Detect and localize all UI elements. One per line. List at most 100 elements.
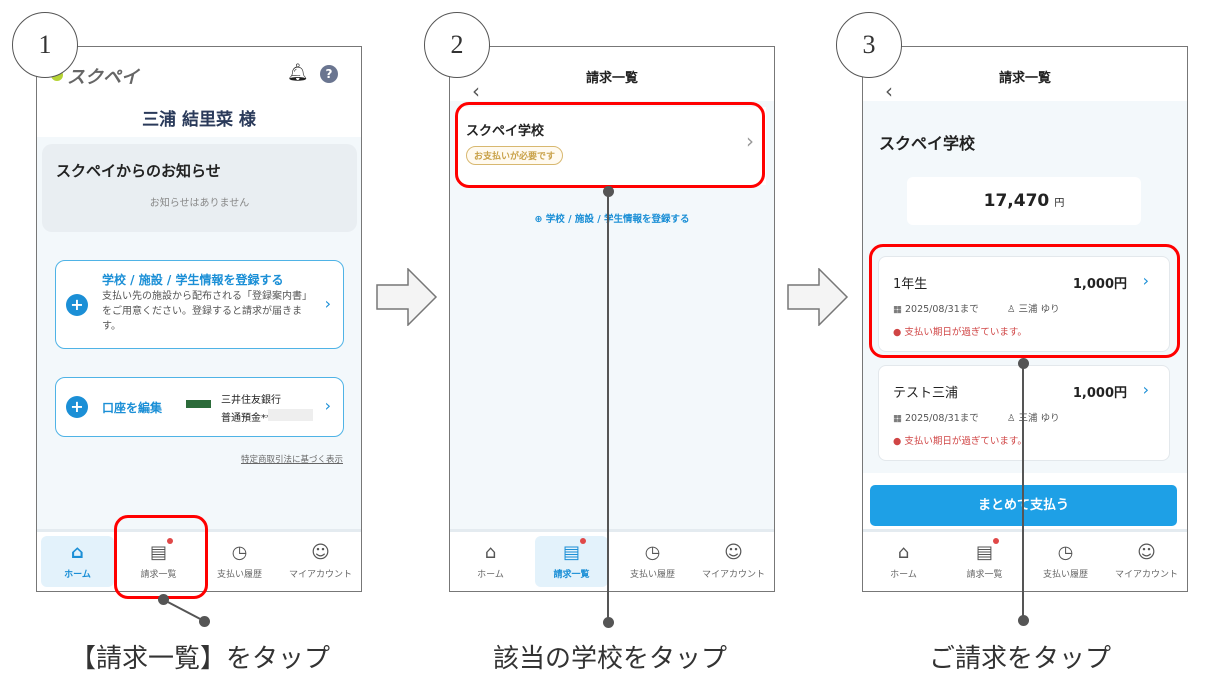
next-arrow-icon: [376, 268, 438, 326]
nav-history[interactable]: ◷ 支払い履歴: [1029, 536, 1102, 587]
nav-home[interactable]: ⌂ ホーム: [41, 536, 114, 587]
app-logo: スクペイ: [67, 67, 139, 88]
register-link-label: 学校 / 施設 / 学生情報を登録する: [545, 214, 690, 225]
step-number-1: 1: [12, 12, 78, 78]
nav-label: 請求一覧: [140, 570, 177, 580]
invoice-student: ♙ 三浦 ゆり: [1007, 410, 1060, 424]
app-header: ‹ 請求一覧: [863, 47, 1187, 101]
document-icon: ▤: [975, 542, 993, 563]
chevron-right-icon: ›: [324, 294, 331, 313]
page-title: 請求一覧: [998, 71, 1051, 86]
bottom-nav: ⌂ ホーム ▤ 請求一覧 ◷支払い履歴 ☺ マイアカウント: [450, 529, 774, 591]
back-icon[interactable]: ‹: [885, 79, 893, 103]
help-icon[interactable]: ?: [320, 65, 338, 83]
back-icon[interactable]: ‹: [472, 79, 480, 103]
currency: 円: [1054, 198, 1065, 209]
warning-text: 支払い期日が過ぎています。: [904, 327, 1027, 338]
nav-invoices[interactable]: ▤請求一覧: [122, 536, 195, 587]
chevron-right-icon: ›: [1142, 271, 1149, 290]
calendar-icon: ▦: [893, 413, 905, 424]
step-caption-3: ご請求をタップ: [928, 644, 1111, 674]
invoice-due: ▦ 2025/08/31まで: [893, 410, 979, 424]
clock-icon: ◷: [644, 542, 661, 563]
step-caption-2: 該当の学校をタップ: [492, 644, 727, 674]
account-label: 口座を編集: [102, 401, 163, 415]
pay-bar: まとめて支払う: [863, 473, 1187, 533]
clock-icon: ◷: [1057, 542, 1074, 563]
nav-label: 請求一覧: [553, 570, 590, 580]
nav-label: マイアカウント: [1114, 570, 1178, 580]
nav-history[interactable]: ◷支払い履歴: [616, 536, 689, 587]
invoice-name: テスト三浦: [893, 386, 959, 401]
nav-account[interactable]: ☺ マイアカウント: [284, 536, 357, 587]
app-header: ‹ 請求一覧: [450, 47, 774, 101]
notification-dot: [993, 538, 999, 544]
phone-screen-invoices: ‹ 請求一覧 スクペイ学校 お支払いが必要です › ⊕ 学校 / 施設 / 学生…: [449, 46, 775, 592]
invoice-student: ♙ 三浦 ゆり: [1007, 301, 1060, 315]
bottom-nav: ⌂ ホーム ▤ 請求一覧 ◷ 支払い履歴 ☺ マイアカウント: [863, 529, 1187, 591]
callout-line: [607, 190, 609, 622]
home-icon: ⌂: [71, 542, 84, 563]
home-icon: ⌂: [897, 542, 910, 563]
chevron-right-icon: ›: [746, 129, 754, 153]
nav-label: マイアカウント: [701, 570, 765, 580]
nav-label: 請求一覧: [966, 570, 1003, 580]
notification-dot: [167, 538, 173, 544]
nav-label: 支払い履歴: [1042, 570, 1088, 580]
nav-home[interactable]: ⌂ ホーム: [867, 536, 940, 587]
payment-required-badge: お支払いが必要です: [466, 146, 564, 165]
nav-invoices[interactable]: ▤ 請求一覧: [948, 536, 1021, 587]
invoice-amount: 1,000円: [1072, 277, 1127, 292]
home-icon: ⌂: [484, 542, 497, 563]
invoice-card[interactable]: テスト三浦 1,000円 › ▦ 2025/08/31まで ♙ 三浦 ゆり ● …: [878, 365, 1170, 461]
chevron-right-icon: ›: [1142, 380, 1149, 399]
notice-title: スクペイからのお知らせ: [56, 162, 221, 180]
highlight-invoice-card: [869, 244, 1180, 358]
nav-label: マイアカウント: [288, 570, 352, 580]
law-link[interactable]: 特定商取引法に基づく表示: [240, 455, 343, 465]
document-icon: ▤: [562, 542, 580, 563]
callout-dot: [158, 594, 169, 605]
highlight-school-card: [455, 102, 765, 188]
face-icon: ☺: [724, 542, 743, 563]
chevron-right-icon: ›: [324, 396, 331, 415]
register-title: 学校 / 施設 / 学生情報を登録する: [102, 273, 284, 287]
clock-icon: ◷: [231, 542, 248, 563]
nav-label: ホーム: [477, 570, 504, 580]
warning-text: 支払い期日が過ぎています。: [904, 436, 1027, 447]
step-number-2: 2: [424, 12, 490, 78]
page-title: 請求一覧: [585, 71, 638, 86]
next-arrow-icon: [787, 268, 849, 326]
nav-account[interactable]: ☺ マイアカウント: [697, 536, 770, 587]
bank-logo-icon: [186, 400, 211, 412]
nav-label: ホーム: [64, 570, 91, 580]
bell-icon[interactable]: 🔔︎: [287, 63, 309, 83]
notice-panel: スクペイからのお知らせ お知らせはありません: [42, 144, 357, 232]
callout-dot: [199, 616, 210, 627]
nav-invoices[interactable]: ▤ 請求一覧: [535, 536, 608, 587]
bank-name: 三井住友銀行: [221, 395, 281, 406]
bottom-nav: ⌂ ホーム ▤請求一覧 ◷支払い履歴 ☺ マイアカウント: [37, 529, 361, 591]
masked-account-number: [268, 409, 313, 421]
phone-screen-home: スクペイ 🔔︎ ? 三浦 結里菜 様 スクペイからのお知らせ お知らせはありませ…: [36, 46, 362, 592]
invoice-card[interactable]: 1年生 1,000円 › ▦ 2025/08/31まで ♙ 三浦 ゆり ● 支払…: [878, 256, 1170, 352]
face-icon: ☺: [311, 542, 330, 563]
school-card[interactable]: スクペイ学校 お支払いが必要です ›: [458, 107, 766, 185]
face-icon: ☺: [1137, 542, 1156, 563]
invoice-due: ▦ 2025/08/31まで: [893, 301, 979, 315]
due-date: 2025/08/31まで: [905, 413, 979, 424]
edit-account-button[interactable]: + 口座を編集 三井住友銀行 普通預金** ›: [55, 377, 344, 437]
callout-dot: [1018, 615, 1029, 626]
alert-icon: ●: [893, 436, 905, 447]
student-name: 三浦 ゆり: [1018, 413, 1060, 424]
register-school-button[interactable]: + 学校 / 施設 / 学生情報を登録する 支払い先の施設から配布される「登録案…: [55, 260, 344, 349]
plus-icon: +: [66, 294, 88, 316]
nav-account[interactable]: ☺ マイアカウント: [1110, 536, 1183, 587]
nav-label: ホーム: [890, 570, 917, 580]
overdue-warning: ● 支払い期日が過ぎています。: [893, 324, 1027, 338]
notification-dot: [580, 538, 586, 544]
step-caption-1: 【請求一覧】をタップ: [69, 644, 330, 674]
nav-home[interactable]: ⌂ ホーム: [454, 536, 527, 587]
register-school-link[interactable]: ⊕ 学校 / 施設 / 学生情報を登録する: [450, 211, 774, 225]
nav-history[interactable]: ◷支払い履歴: [203, 536, 276, 587]
